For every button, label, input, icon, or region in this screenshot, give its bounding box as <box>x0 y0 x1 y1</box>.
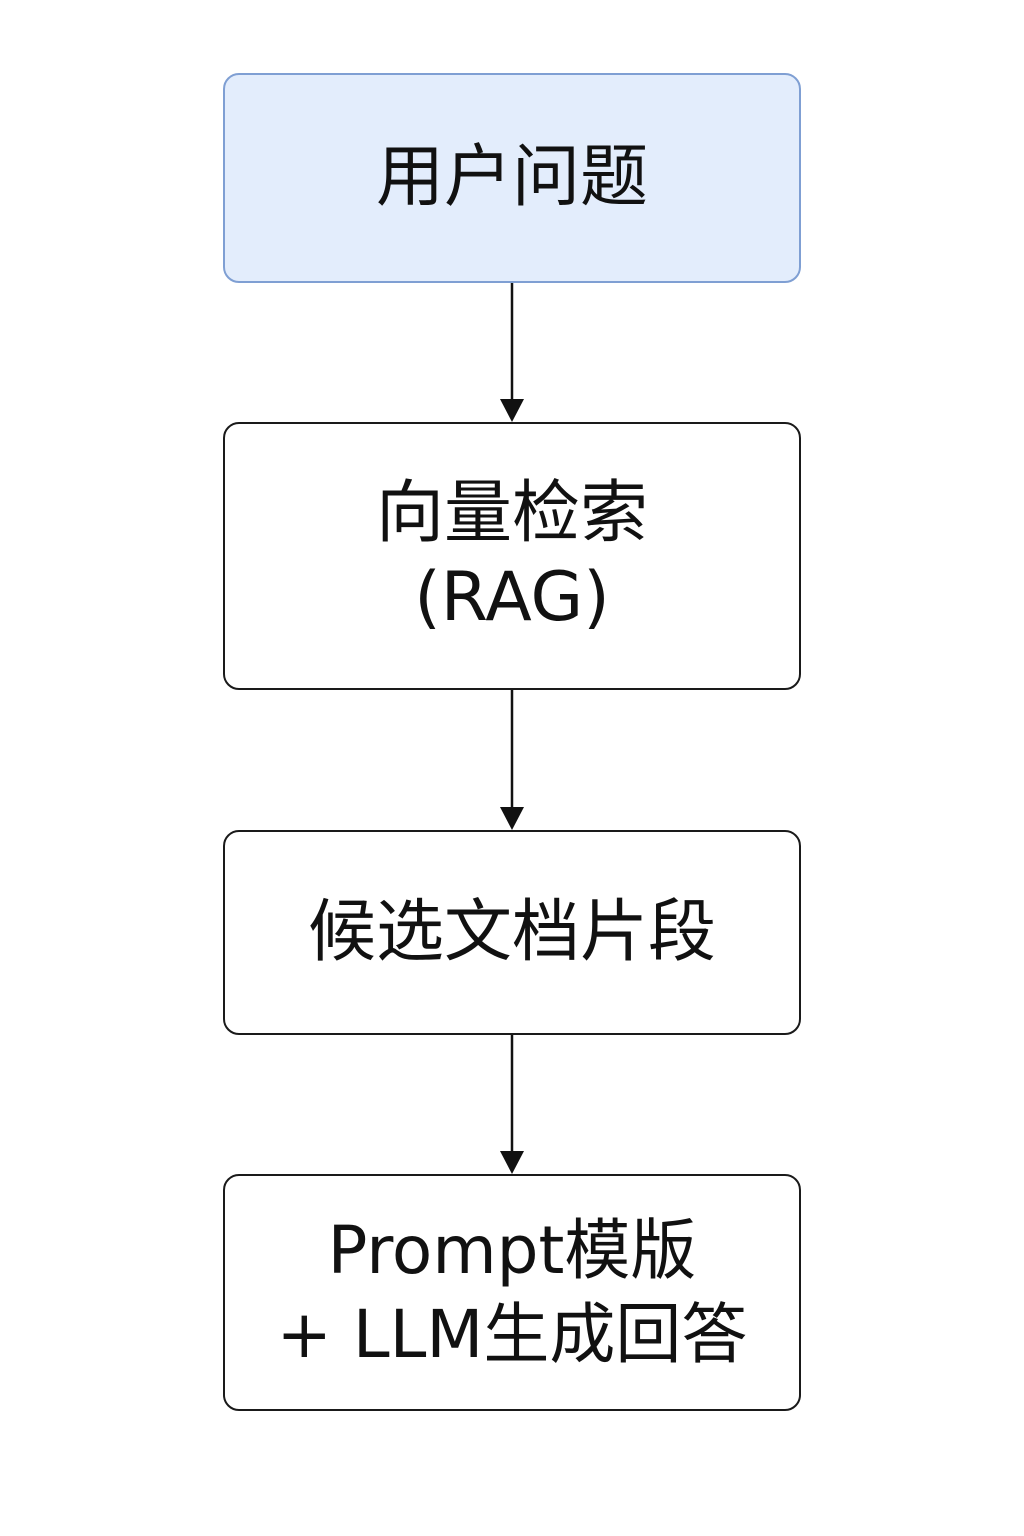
flow-arrow <box>492 690 532 831</box>
arrow-down-icon <box>500 1035 524 1174</box>
node-prompt-llm: Prompt模版 + LLM生成回答 <box>223 1174 801 1411</box>
node-candidate-docs: 候选文档片段 <box>223 830 801 1035</box>
flow-arrow <box>492 1035 532 1175</box>
node-vector-retrieval: 向量检索 (RAG) <box>223 422 801 690</box>
flow-arrow <box>492 283 532 423</box>
arrow-down-icon <box>500 283 524 422</box>
node-label: + LLM生成回答 <box>276 1295 748 1373</box>
node-user-question: 用户问题 <box>223 73 801 283</box>
node-label: 候选文档片段 <box>307 892 716 972</box>
node-label: Prompt模版 <box>327 1211 697 1289</box>
node-label: 向量检索 <box>375 474 648 553</box>
node-label: (RAG) <box>414 558 610 637</box>
node-label: 用户问题 <box>375 138 648 217</box>
arrow-down-icon <box>500 690 524 830</box>
